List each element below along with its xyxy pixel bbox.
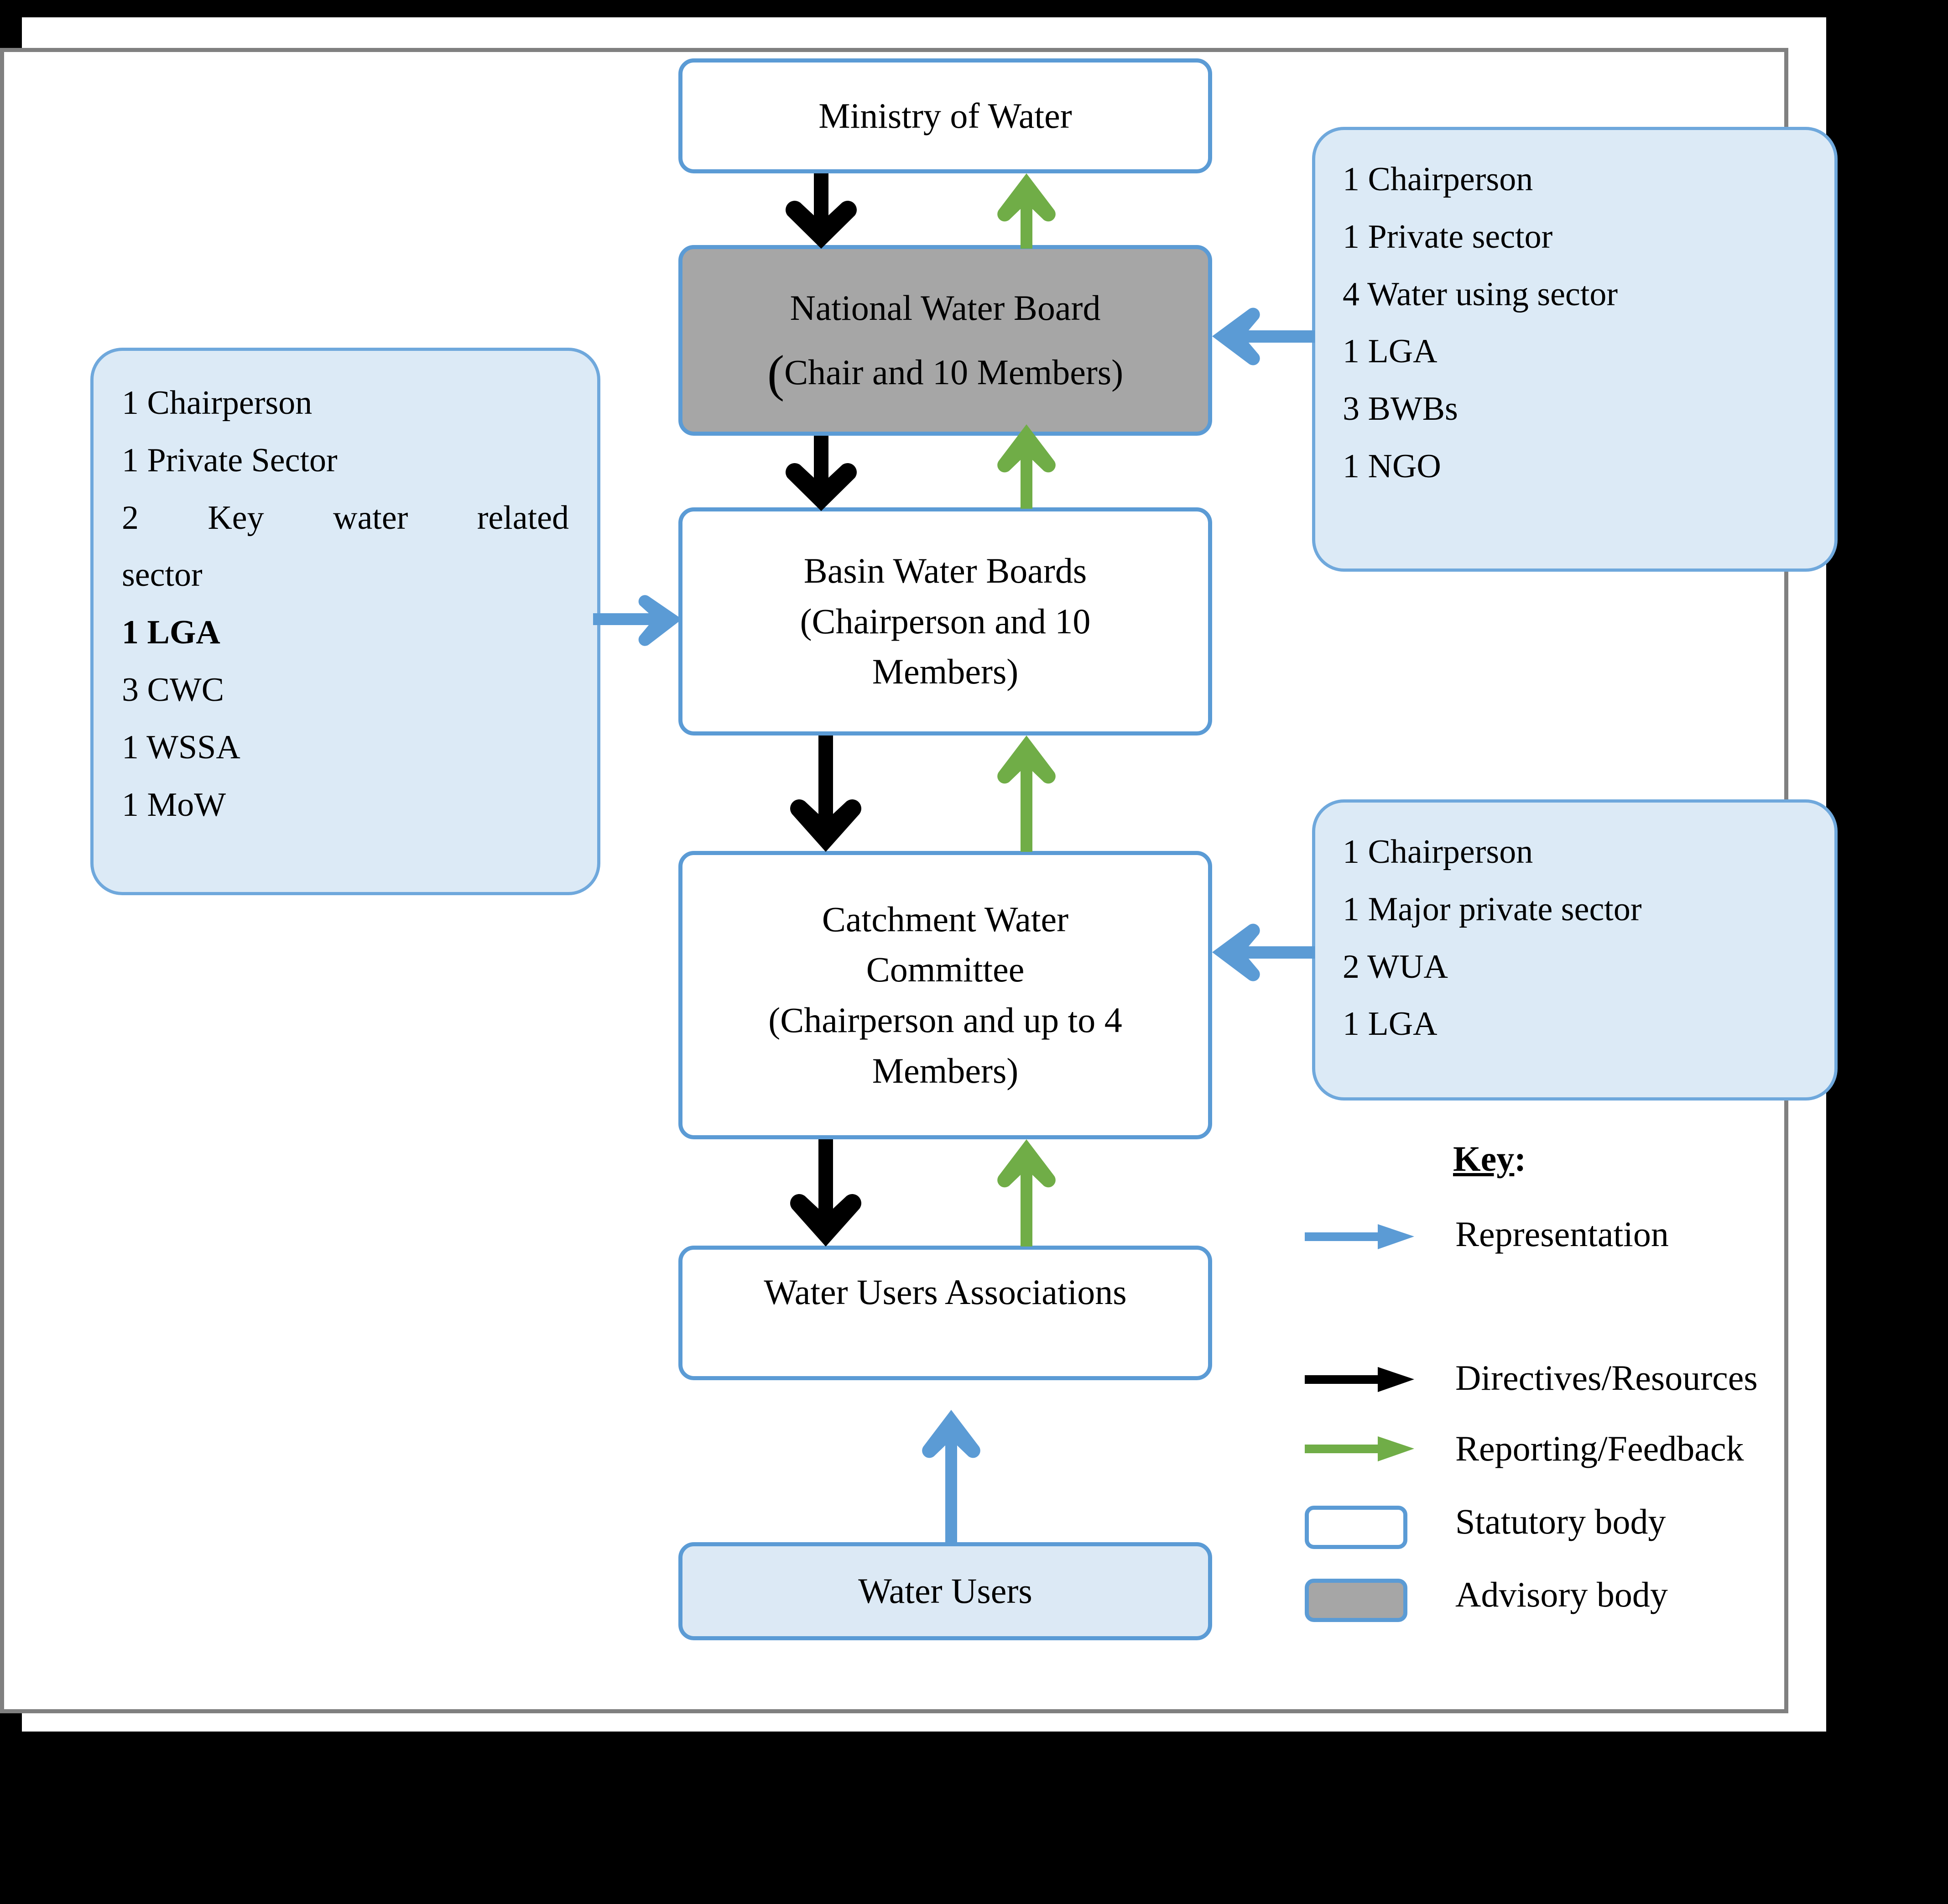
arrow-directives-cwc-to-wua bbox=[789, 1139, 862, 1247]
info-line: 1 NGO bbox=[1343, 447, 1441, 485]
arrow-reporting-wua-to-cwc bbox=[997, 1139, 1056, 1247]
info-line: 1 Chairperson bbox=[1343, 833, 1533, 871]
info-line: 1 LGA bbox=[1343, 333, 1438, 370]
arrow-representation-nwb-info-to-nwb bbox=[1212, 306, 1315, 367]
info-line: sector bbox=[122, 556, 203, 594]
legend-swatch-statutory-body bbox=[1305, 1506, 1407, 1549]
info-line: 1 Major private sector bbox=[1343, 890, 1642, 928]
info-line: 4 Water using sector bbox=[1343, 275, 1618, 313]
info-box-catchment-water-committee-membership: 1 Chairperson 1 Major private sector 2 W… bbox=[1312, 799, 1838, 1101]
node-national-water-board[interactable]: National Water Board (Chair and 10 Membe… bbox=[678, 245, 1212, 436]
info-line: 1 LGA bbox=[122, 614, 220, 652]
node-water-users[interactable]: Water Users bbox=[678, 1542, 1212, 1640]
info-box-national-water-board-membership: 1 Chairperson 1 Private sector 4 Water u… bbox=[1312, 127, 1838, 572]
info-box-basin-water-boards-membership: 1 Chairperson 1 Private Sector 2 Key wat… bbox=[90, 348, 600, 895]
arrow-reporting-bwb-to-nwb bbox=[997, 424, 1056, 509]
node-national-water-board-label: National Water Board bbox=[790, 288, 1101, 328]
info-line: 1 LGA bbox=[1343, 1005, 1438, 1043]
open-paren-glyph: ( bbox=[767, 345, 785, 402]
arrow-directives-ministry-to-nwb bbox=[785, 173, 858, 249]
legend-label-representation: Representation bbox=[1455, 1214, 1669, 1254]
arrow-reporting-nwb-to-ministry bbox=[997, 173, 1056, 249]
arrow-reporting-cwc-to-bwb bbox=[997, 736, 1056, 852]
node-basin-water-boards[interactable]: Basin Water Boards (Chairperson and 10 M… bbox=[678, 507, 1212, 736]
node-water-users-associations[interactable]: Water Users Associations bbox=[678, 1246, 1212, 1380]
node-water-users-label: Water Users bbox=[858, 1571, 1032, 1611]
node-ministry-of-water[interactable]: Ministry of Water bbox=[678, 58, 1212, 173]
legend-title-colon: : bbox=[1514, 1139, 1526, 1179]
node-national-water-board-sublabel: Chair and 10 Members) bbox=[784, 352, 1124, 392]
info-line: 1 WSSA bbox=[122, 728, 240, 766]
legend-swatch-reporting-arrow-icon bbox=[1305, 1436, 1414, 1461]
legend-label-directives-resources: Directives/Resources bbox=[1455, 1358, 1758, 1398]
info-line: 1 Chairperson bbox=[122, 384, 313, 422]
arrow-representation-water-users-to-wua bbox=[922, 1410, 981, 1544]
info-line: 1 MoW bbox=[122, 786, 226, 824]
info-line: 1 Private Sector bbox=[122, 441, 338, 479]
node-ministry-of-water-label: Ministry of Water bbox=[818, 95, 1072, 136]
node-catchment-water-committee-label: Catchment Water Committee bbox=[822, 899, 1069, 990]
arrow-representation-cwc-info-to-cwc bbox=[1212, 922, 1315, 983]
legend-title-word: Key bbox=[1453, 1139, 1515, 1179]
node-water-users-associations-label: Water Users Associations bbox=[764, 1272, 1127, 1312]
legend-swatch-directives-arrow-icon bbox=[1305, 1367, 1414, 1392]
info-line: 1 Chairperson bbox=[1343, 161, 1533, 198]
legend-swatch-advisory-body bbox=[1305, 1579, 1407, 1622]
legend-swatch-representation-arrow-icon bbox=[1305, 1224, 1414, 1249]
legend-title: Key: bbox=[1453, 1138, 1526, 1179]
info-line: 2 WUA bbox=[1343, 948, 1448, 986]
arrow-representation-bwb-info-to-bwb bbox=[593, 593, 682, 648]
legend-label-advisory-body: Advisory body bbox=[1455, 1575, 1668, 1614]
info-line: 1 Private sector bbox=[1343, 218, 1553, 256]
info-line: 3 BWBs bbox=[1343, 390, 1458, 428]
node-basin-water-boards-label: Basin Water Boards bbox=[803, 550, 1087, 590]
node-catchment-water-committee[interactable]: Catchment Water Committee (Chairperson a… bbox=[678, 851, 1212, 1139]
arrow-directives-nwb-to-bwb bbox=[785, 436, 858, 511]
info-line: 3 CWC bbox=[122, 671, 224, 709]
legend-label-reporting-feedback: Reporting/Feedback bbox=[1455, 1429, 1744, 1468]
node-basin-water-boards-sublabel: (Chairperson and 10 Members) bbox=[800, 601, 1091, 692]
arrow-directives-bwb-to-cwc bbox=[789, 736, 862, 852]
node-catchment-water-committee-sublabel: (Chairperson and up to 4 Members) bbox=[768, 1000, 1122, 1090]
info-line: 2 Key water related bbox=[122, 499, 569, 537]
legend-label-statutory-body: Statutory body bbox=[1455, 1502, 1666, 1541]
